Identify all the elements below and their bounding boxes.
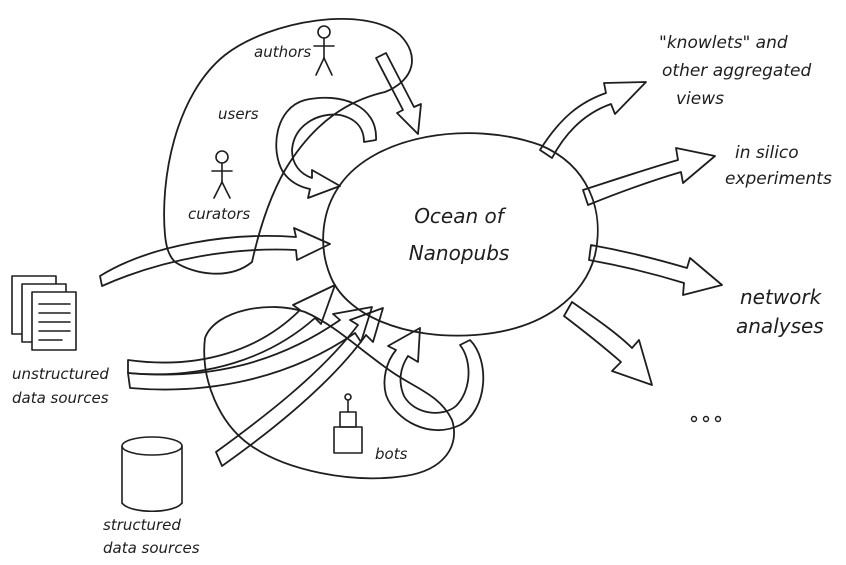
output-arrow-more (563, 301, 653, 386)
unstructured-label-line2: data sources (12, 389, 109, 407)
knowlets-label-line2: other aggregated (662, 61, 812, 81)
input-arrow-low (127, 306, 373, 391)
ocean-label-line1: Ocean of (414, 204, 504, 228)
input-arrow-top (99, 227, 331, 287)
insilico-label-line1: in silico (735, 143, 799, 163)
bot-icon (333, 393, 363, 454)
curator-figure-icon (211, 150, 233, 199)
input-arrow-database (215, 307, 384, 467)
bots-label: bots (375, 445, 408, 463)
authors-arrow (375, 52, 422, 135)
bots-loop-arrow (383, 327, 485, 431)
documents-icon (11, 275, 77, 351)
ocean-label-line2: Nanopubs (408, 241, 510, 265)
knowlets-label-line3: views (676, 89, 725, 109)
curators-label: curators (188, 205, 251, 223)
knowlets-label-line1: "knowlets" and (659, 33, 788, 53)
output-arrow-knowlets (539, 81, 647, 159)
human-contributors-blob (163, 18, 413, 275)
input-arrow-mid (127, 284, 336, 376)
users-loop-arrow (275, 96, 377, 199)
more-dots (690, 415, 722, 423)
output-arrow-network (588, 244, 723, 296)
insilico-label-line2: experiments (725, 169, 832, 189)
structured-label-line2: data sources (103, 539, 200, 557)
database-icon (121, 436, 183, 512)
output-arrow-insilico (582, 147, 716, 206)
structured-label-line1: structured (103, 516, 181, 534)
unstructured-label-line1: unstructured (12, 365, 109, 383)
network-label-line1: network (740, 285, 822, 309)
authors-label: authors (254, 43, 312, 61)
author-figure-icon (313, 25, 335, 76)
network-label-line2: analyses (736, 314, 824, 338)
ocean-of-nanopubs-ellipse (322, 132, 599, 337)
users-label: users (218, 105, 259, 123)
